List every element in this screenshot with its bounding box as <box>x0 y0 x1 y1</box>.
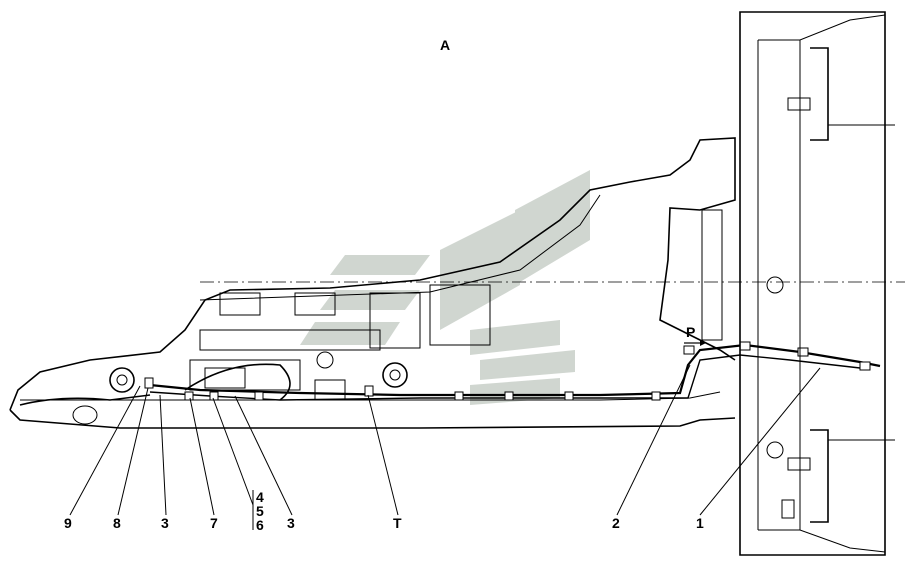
callout-6: 6 <box>256 517 264 533</box>
dozer-blade <box>701 11 895 556</box>
leader-lines <box>69 364 821 530</box>
engine-block <box>189 284 491 401</box>
callout-1: 1 <box>696 515 704 531</box>
callout-9: 9 <box>64 515 72 531</box>
flow-label: P <box>686 324 695 340</box>
flow-arrow <box>684 340 706 346</box>
hose-front <box>19 394 151 406</box>
callout-3-left: 3 <box>161 515 169 531</box>
view-label: A <box>440 37 450 53</box>
callout-8: 8 <box>113 515 121 531</box>
callout-7: 7 <box>210 515 218 531</box>
line-fittings <box>144 341 871 401</box>
hose-loop <box>184 363 291 401</box>
hydraulic-line <box>149 343 881 397</box>
callout-T: T <box>393 515 402 531</box>
callout-3-right: 3 <box>287 515 295 531</box>
front-hub <box>72 362 408 425</box>
callout-2: 2 <box>612 515 620 531</box>
callout-5: 5 <box>256 503 264 519</box>
tractor-outline <box>9 137 736 411</box>
lower-frame <box>9 409 736 429</box>
callout-4: 4 <box>256 489 264 505</box>
hood-line <box>199 194 601 301</box>
